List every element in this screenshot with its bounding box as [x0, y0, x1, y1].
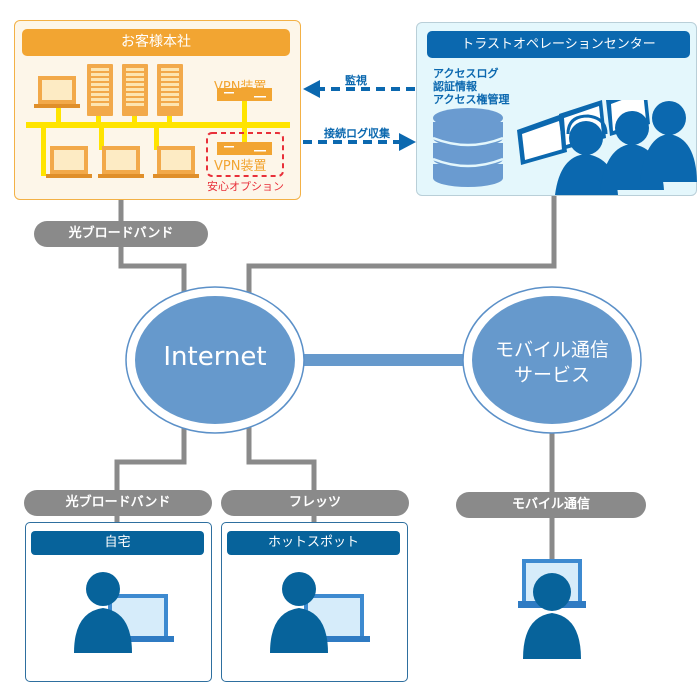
monitor-label: 監視	[345, 74, 367, 87]
hq-link-label: 光ブロードバンド	[34, 221, 208, 247]
toc-illustration	[432, 100, 697, 195]
hq-network-illustration	[26, 64, 290, 178]
internet-cloud	[125, 286, 305, 434]
hotspot-card-title: ホットスポット	[227, 531, 400, 555]
server-rack-icon	[157, 64, 183, 116]
lan-bus	[26, 100, 290, 176]
line-internet-to-mobile	[290, 354, 480, 366]
log-collect-arrow	[303, 133, 416, 151]
line-hq-to-internet	[118, 200, 187, 300]
customer-hq-title: お客様本社	[22, 29, 290, 56]
option-caption: 安心オプション	[207, 180, 284, 193]
home-user-illustration	[74, 572, 174, 653]
line-toc-to-internet	[246, 196, 557, 300]
laptop-icon	[98, 146, 144, 178]
hotspot-link-label: フレッツ	[221, 490, 409, 516]
user-icon	[270, 572, 328, 653]
monitor-icon	[517, 114, 567, 165]
monitor-arrow	[303, 80, 415, 98]
home-link-label: 光ブロードバンド	[24, 490, 212, 516]
log-collect-label: 接続ログ収集	[324, 127, 390, 140]
vpn-option-device-label: VPN装置	[214, 159, 267, 174]
toc-service-list: アクセスログ 認証情報 アクセス権管理	[433, 67, 509, 106]
vpn-device-icon	[217, 88, 272, 101]
server-rack-icon	[87, 64, 113, 116]
internet-label: Internet	[163, 342, 267, 372]
vpn-device-label: VPN装置	[214, 80, 267, 95]
mobile-service-cloud	[462, 286, 642, 434]
option-dashed-border	[206, 132, 284, 177]
toc-service-item: 認証情報	[433, 80, 477, 93]
server-rack-icon	[122, 64, 148, 116]
user-icon	[523, 573, 581, 659]
laptop-icon	[153, 146, 199, 178]
mobile-service-label: モバイル通信 サービス	[472, 338, 632, 388]
laptop-icon	[46, 146, 92, 178]
toc-service-item: アクセス権管理	[433, 93, 510, 106]
mobile-user-illustration	[518, 559, 586, 659]
user-icon	[74, 572, 132, 653]
home-card-title: 自宅	[31, 531, 204, 555]
toc-service-item: アクセスログ	[433, 67, 499, 80]
operator-headset-icon	[640, 101, 697, 182]
vpn-device-icon	[217, 142, 272, 155]
database-icon	[432, 108, 504, 187]
mobile-service-label-line1: モバイル通信	[494, 339, 609, 361]
laptop-icon	[34, 76, 80, 108]
trust-operation-center-title: トラストオペレーションセンター	[427, 31, 690, 58]
mobile-service-label-line2: サービス	[513, 364, 590, 386]
hotspot-user-illustration	[270, 572, 370, 653]
mobile-link-label: モバイル通信	[456, 492, 646, 518]
